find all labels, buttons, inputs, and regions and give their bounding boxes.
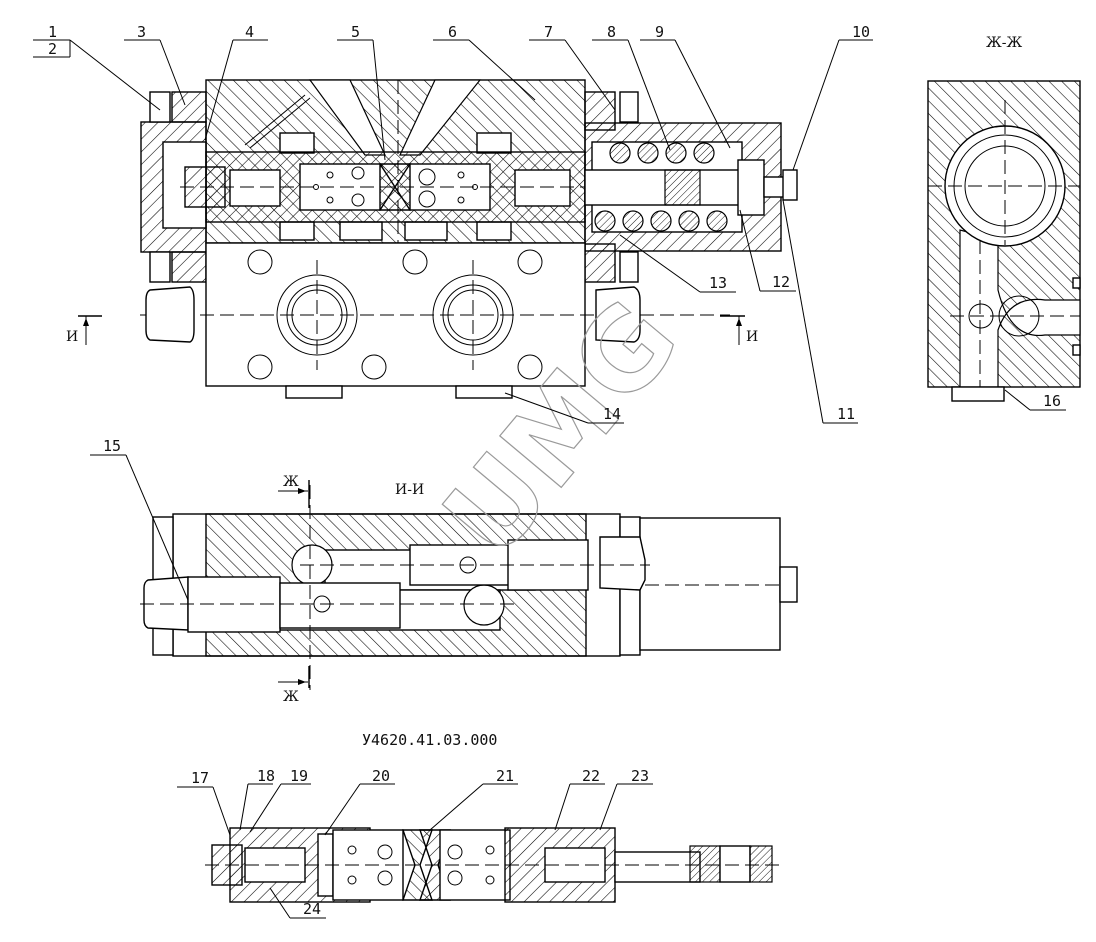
section-marker-i-right: И <box>746 329 758 345</box>
callout-22: 22 <box>582 767 600 785</box>
spring-stop <box>664 169 701 206</box>
callout-23: 23 <box>631 767 649 785</box>
callout-7: 7 <box>544 23 553 41</box>
port-cavity <box>404 221 448 241</box>
callout-18: 18 <box>257 767 275 785</box>
left-flange-top <box>171 91 207 123</box>
main-section-view <box>140 79 798 399</box>
section-plug <box>951 386 1005 402</box>
adjusting-cap <box>737 159 765 216</box>
spring-coils <box>594 142 728 232</box>
callout-5: 5 <box>351 23 360 41</box>
section-zh-zh-view <box>927 80 1081 402</box>
mounting-holes <box>247 249 543 380</box>
left-bolt-head-top <box>149 91 171 123</box>
upper-nut <box>599 536 646 591</box>
document-number: У4620.41.03.000 <box>362 731 497 749</box>
callout-8: 8 <box>607 23 616 41</box>
right-housing-outline <box>639 517 781 651</box>
callout-1: 1 <box>48 23 57 41</box>
callout-12: 12 <box>772 273 790 291</box>
bottom-plug <box>285 385 343 399</box>
callout-19: 19 <box>290 767 308 785</box>
callout-10: 10 <box>852 23 870 41</box>
left-flange-bottom <box>171 251 207 283</box>
port-cavity <box>339 221 383 241</box>
right-piston <box>514 169 571 207</box>
right-adjust-nut <box>779 566 798 603</box>
right-bolt-head-top <box>619 91 639 123</box>
lock-nut <box>782 169 798 201</box>
callout-17: 17 <box>191 769 209 787</box>
callout-16: 16 <box>1043 392 1061 410</box>
callout-14: 14 <box>603 405 621 423</box>
section-markers: И И Ж Ж <box>66 315 758 705</box>
lower-spool-body <box>279 582 401 629</box>
right-bolt-head-bottom <box>619 251 639 283</box>
callout-11: 11 <box>837 405 855 423</box>
section-marker-zh-bottom: Ж <box>283 689 299 705</box>
section-title-i-i: И-И <box>395 482 424 498</box>
port-cavity <box>476 132 512 154</box>
section-i-i-view <box>140 485 798 690</box>
section-channel <box>959 229 1081 388</box>
port-cavity <box>279 221 315 241</box>
callout-13: 13 <box>709 274 727 292</box>
callout-3: 3 <box>137 23 146 41</box>
left-fitting-nut <box>145 286 195 343</box>
bottom-plug <box>455 385 513 399</box>
spool-rod <box>614 851 701 883</box>
callout-2: 2 <box>48 40 57 58</box>
spool-assembly-view <box>205 827 780 903</box>
callout-20: 20 <box>372 767 390 785</box>
spool-center <box>378 163 412 211</box>
section-marker-zh-top: Ж <box>283 474 299 490</box>
right-fitting-nut <box>595 286 641 343</box>
rod-section <box>689 845 721 883</box>
section-marker-i-left: И <box>66 329 78 345</box>
left-bolt-head-bottom <box>149 251 171 283</box>
port-cavity <box>279 132 315 154</box>
rod-end <box>749 845 773 883</box>
callout-15: 15 <box>103 437 121 455</box>
section-title-zh-zh: Ж-Ж <box>986 35 1022 51</box>
callouts: 1 2 3 4 5 6 7 8 9 10 11 <box>33 23 1066 919</box>
callout-9: 9 <box>655 23 664 41</box>
left-piston <box>229 169 281 207</box>
callout-24: 24 <box>303 900 321 918</box>
assembly-holes <box>347 844 495 886</box>
port-cavity <box>476 221 512 241</box>
callout-4: 4 <box>245 23 254 41</box>
callout-6: 6 <box>448 23 457 41</box>
callout-21: 21 <box>496 767 514 785</box>
